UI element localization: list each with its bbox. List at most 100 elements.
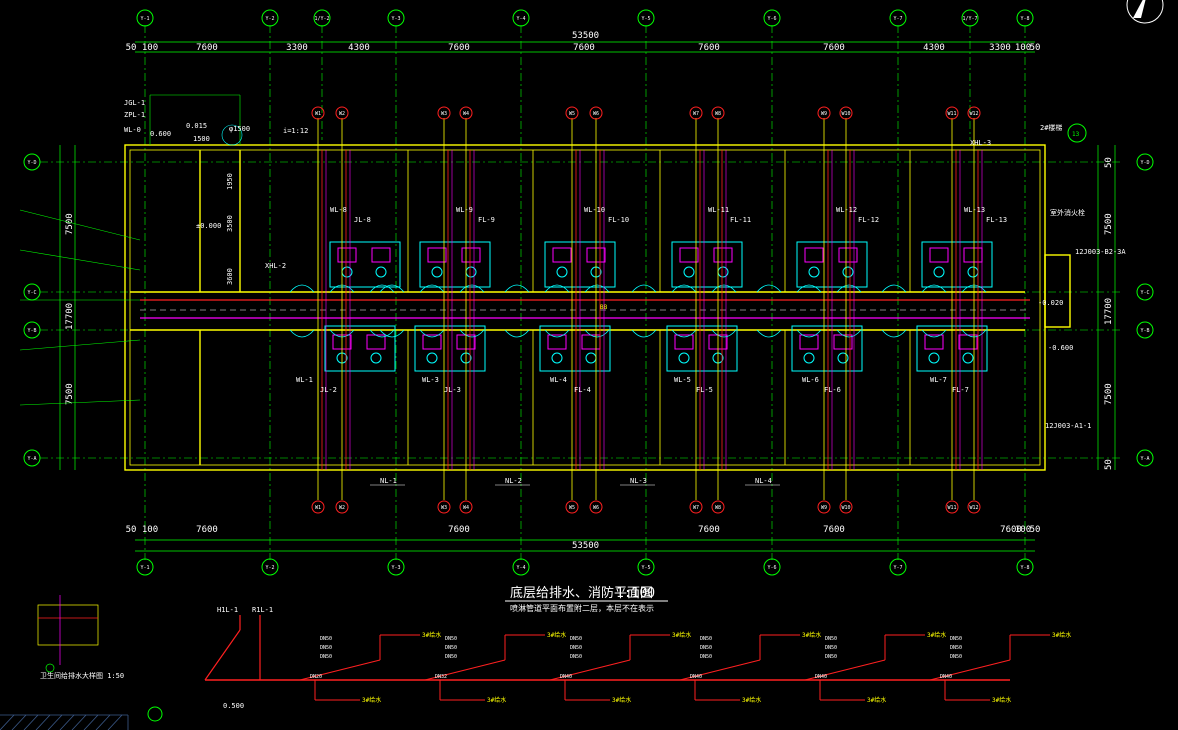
svg-text:3#给水: 3#给水 (672, 631, 691, 639)
elev-000: ±0.000 (196, 222, 221, 230)
axis-bubble-top: Y-8 (1016, 9, 1034, 27)
axis-label: Y-1 (140, 565, 149, 571)
svg-text:W5: W5 (569, 111, 575, 117)
door-swing (544, 284, 570, 293)
overall-dim-bottom: 53500 (572, 541, 599, 551)
riser-tag-top: W2 (335, 106, 349, 120)
axis-label: Y-5 (641, 16, 650, 22)
riser-label-bottom: WL-1 (296, 376, 313, 384)
elev-0600: 0.600 (150, 130, 171, 138)
riser-tag-top: W8 (711, 106, 725, 120)
axis-bubble-top: Y-6 (763, 9, 781, 27)
door-swing (671, 284, 697, 293)
bottom-span-label: 50 (126, 525, 137, 535)
left-span-7500a: 7500 (65, 213, 75, 235)
riser-label-top: WL-9 (456, 206, 473, 214)
riser-tag-bottom: W10 (839, 500, 853, 514)
riser-tag-top: W3 (437, 106, 451, 120)
overall-dim-top: 53500 (572, 31, 599, 41)
axis-label: 1/Y-7 (962, 16, 977, 22)
axis-bubble-right: Y-C (1136, 283, 1154, 301)
door-swing (369, 284, 395, 293)
svg-text:W10: W10 (841, 111, 850, 117)
svg-text:DN50: DN50 (445, 636, 457, 642)
svg-text:DN50: DN50 (320, 636, 332, 642)
axis-label: Y-2 (265, 16, 274, 22)
toilet-module-bottom (666, 325, 738, 372)
svg-text:3#给水: 3#给水 (927, 631, 946, 639)
nl-label: NL-1 (380, 477, 397, 485)
riser-label-bottom: FL-6 (824, 386, 841, 394)
axis-bubble-top: Y-5 (637, 9, 655, 27)
riser-label-top: FL-9 (478, 216, 495, 224)
right-span-top: 50 (1104, 157, 1114, 168)
drawing-note: 喷淋管道平面布置附二层，本层不在表示 (510, 603, 654, 613)
toilet-module-bottom (539, 325, 611, 372)
top-span-label: 7600 (448, 43, 470, 53)
detail-axis-bubble (147, 706, 163, 722)
toilet-module-top (329, 241, 401, 288)
axis-bubble-left: Y-C (23, 283, 41, 301)
riser-label-top: FL-13 (986, 216, 1007, 224)
dim-1500: 1500 (193, 135, 210, 143)
svg-text:W10: W10 (841, 505, 850, 511)
svg-text:W12: W12 (969, 505, 978, 511)
hydrant-note: 室外消火栓 (1050, 208, 1085, 217)
door-swing (711, 284, 737, 293)
axis-label: Y-6 (767, 16, 776, 22)
riser-tag-bottom: W11 (945, 500, 959, 514)
dim-1950: 1950 (226, 173, 234, 190)
door-swing (419, 329, 445, 338)
dimension-chain-right (59, 145, 1116, 470)
svg-text:3#给水: 3#给水 (422, 631, 441, 639)
door-swing (289, 284, 315, 293)
left-span-7500b: 7500 (65, 383, 75, 405)
bottom-span-label: 7600 (448, 525, 470, 535)
callout-13: 13 (1072, 131, 1080, 138)
riser-label-bottom: WL-6 (802, 376, 819, 384)
axis-bubble-bottom: Y-7 (889, 558, 907, 576)
door-swing (881, 329, 907, 338)
axis-bubble-top: Y-7 (889, 9, 907, 27)
svg-text:W1: W1 (315, 505, 321, 511)
top-span-label: 50 (126, 43, 137, 53)
right-total-dim: 17700 (1104, 298, 1114, 325)
riser-label-bottom: WL-7 (930, 376, 947, 384)
axis-label: Y-D (1140, 160, 1149, 166)
axis-label: Y-2 (265, 565, 274, 571)
door-swing (711, 329, 737, 338)
axis-bubble-bottom: Y-6 (763, 558, 781, 576)
riser-tag-bottom: W5 (565, 500, 579, 514)
detail-title: 卫生间给排水大样图 1:50 (40, 671, 124, 680)
riser-tag-bottom: W6 (589, 500, 603, 514)
riser-label-bottom: FL-5 (696, 386, 713, 394)
axis-bubble-top: 1/Y-7 (961, 9, 979, 27)
north-arrow (1126, 0, 1164, 24)
axis-label: Y-4 (516, 16, 525, 22)
axis-label: Y-3 (391, 565, 400, 571)
svg-text:3#给水: 3#给水 (1052, 631, 1071, 639)
left-annotations (19, 94, 243, 406)
axis-bubble-top: Y-3 (387, 9, 405, 27)
riser-label-top: FL-10 (608, 216, 629, 224)
riser-label-bottom: WL-4 (550, 376, 567, 384)
riser-tag-bottom: W12 (967, 500, 981, 514)
axis-bubble-top: Y-1 (136, 9, 154, 27)
right-span-bottom: 50 (1104, 459, 1114, 470)
bottom-span-label: 100 (142, 525, 158, 535)
axis-bubble-right: Y-B (1136, 321, 1154, 339)
svg-text:DN50: DN50 (445, 654, 457, 660)
axis-label: Y-6 (767, 565, 776, 571)
axis-bubble-left: Y-D (23, 153, 41, 171)
riser-label-bottom: FL-4 (574, 386, 591, 394)
door-swing (756, 284, 782, 293)
svg-text:W12: W12 (969, 111, 978, 117)
door-swing (631, 284, 657, 293)
main-pipes (140, 299, 1030, 319)
top-span-label: 50 (1030, 43, 1041, 53)
top-span-label: 7600 (698, 43, 720, 53)
